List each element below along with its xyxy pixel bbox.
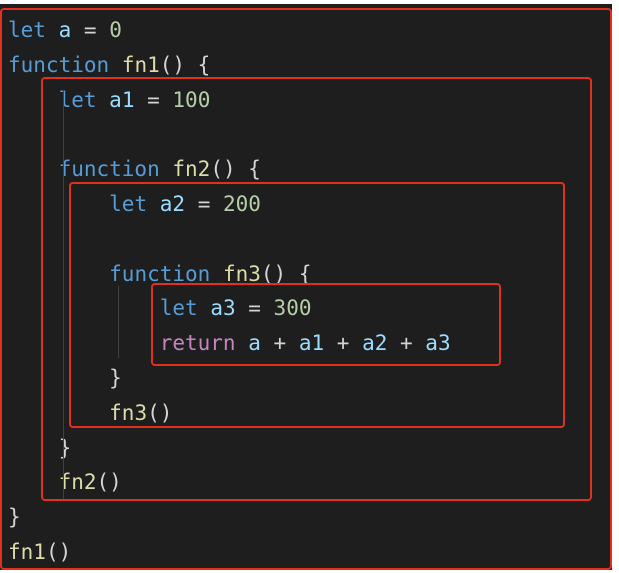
code-token-fn: fn1 [121,52,160,77]
code-token-kw: let [58,87,97,112]
code-token-num: 100 [172,87,211,112]
code-token-punc: = [71,18,110,42]
code-line: fn1() [8,535,71,569]
code-token-punc: + [260,331,299,356]
scope-box-fn1 [41,77,592,501]
code-token-kw: function [8,52,110,77]
code-token-kw: let [8,18,46,42]
code-line: function fn1() { [8,48,210,82]
code-token-punc: } [58,435,72,460]
code-token-kw: function [109,261,211,286]
code-token-punc: () [96,470,122,495]
scope-box-global [0,8,612,570]
code-token-punc: } [8,505,21,530]
code-token-punc: + [324,331,363,356]
code-token-var: a1 [298,331,325,356]
code-token-ctrl: return [159,331,236,356]
code-token-num: 300 [273,296,312,321]
indent-guide-level-2 [63,184,64,424]
code-token-fn: fn3 [222,261,261,286]
code-token-punc: () [45,540,72,564]
code-token-punc: + [387,331,426,356]
code-line: let a1 = 100 [8,83,211,117]
code-token-punc: = [134,87,173,112]
code-token-fn: fn2 [172,157,211,182]
code-token-var: a2 [159,192,186,216]
code-token-punc: () { [159,52,211,77]
code-token-kw: function [58,157,160,182]
code-token-fn: fn1 [8,540,46,564]
code-token-num: 200 [222,192,261,216]
code-token-var: a1 [109,87,135,112]
code-token-punc: } [109,366,122,390]
code-line: fn3() [8,396,172,430]
code-line: let a = 0 [8,13,122,47]
code-line: } [8,500,21,534]
code-token-punc: () [147,400,173,425]
code-line: fn2() [8,465,122,499]
code-token-var: a2 [362,331,388,356]
code-token-punc: = [235,296,274,321]
code-token-var: a [58,18,72,42]
code-line: } [8,361,122,395]
code-line: function fn3() { [8,257,311,291]
code-token-fn: fn2 [58,470,97,495]
code-line: return a + a1 + a2 + a3 [8,326,451,360]
code-line: } [8,431,72,465]
scope-box-fn3 [151,283,501,366]
code-token-var: a3 [210,296,236,321]
code-token-var: a3 [425,331,451,356]
code-line: function fn2() { [8,152,261,186]
code-line: let a3 = 300 [8,291,312,325]
code-token-kw: let [109,192,148,216]
code-token-punc: = [185,192,223,216]
scope-box-fn2 [69,182,565,428]
code-token-punc: () { [210,157,261,182]
code-token-var: a [248,331,261,356]
code-token-fn: fn3 [109,400,148,425]
code-token-kw: let [159,296,198,321]
code-line: let a2 = 200 [8,187,261,221]
code-token-punc: () { [260,261,312,286]
code-token-num: 0 [109,18,122,42]
indent-guide-level-3 [118,286,119,358]
